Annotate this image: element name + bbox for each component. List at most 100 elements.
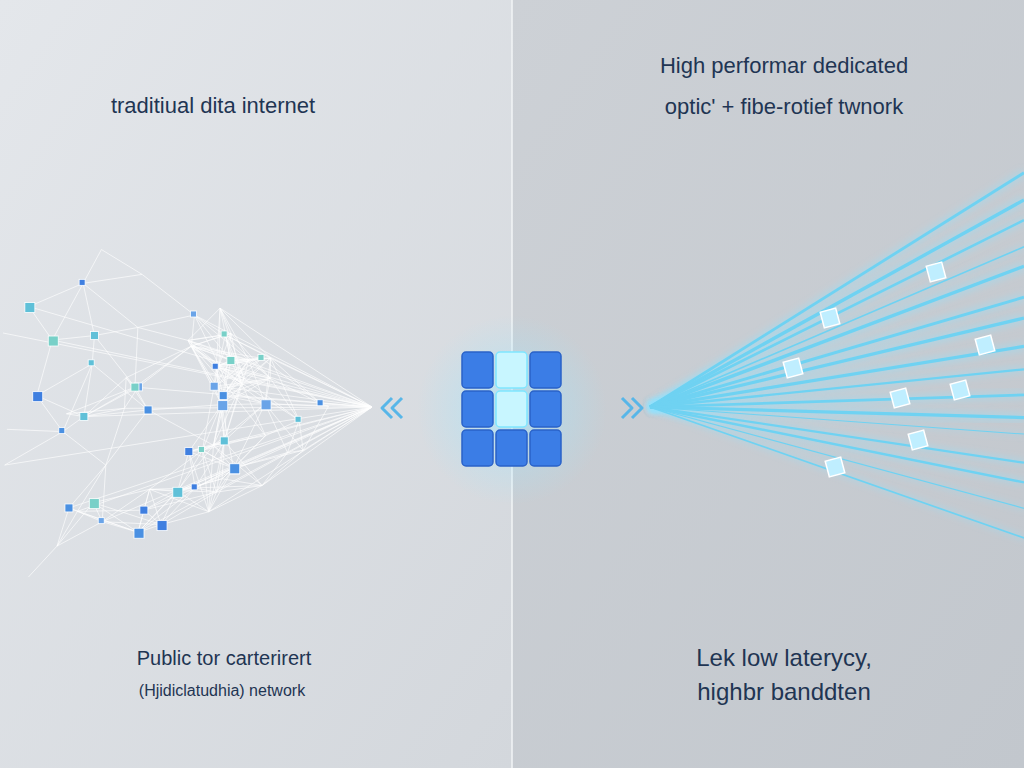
data-square <box>134 528 144 538</box>
mesh-link <box>214 388 229 446</box>
data-square <box>131 383 139 391</box>
data-square <box>33 392 43 402</box>
mesh-link <box>161 488 195 525</box>
mesh-link <box>188 335 225 340</box>
mesh-link <box>37 340 53 396</box>
mesh-link <box>135 346 191 387</box>
mesh-link <box>29 283 83 306</box>
mesh-link <box>135 387 372 407</box>
mesh-link <box>195 488 216 492</box>
mesh-link <box>222 403 265 405</box>
mesh-link <box>77 465 105 511</box>
mesh-link <box>135 327 138 387</box>
chevron <box>392 398 402 418</box>
fiber-ray <box>650 369 1024 407</box>
mesh-link <box>148 405 222 410</box>
data-square <box>88 360 94 366</box>
mesh-link <box>84 364 92 417</box>
mesh-link <box>194 315 372 407</box>
mesh-link <box>126 378 148 410</box>
mesh-link <box>138 315 195 327</box>
mesh-link <box>214 445 263 485</box>
data-square <box>185 448 193 456</box>
mesh-link <box>5 407 372 465</box>
mesh-link <box>77 510 143 511</box>
chevron <box>632 398 642 418</box>
mesh-link <box>161 512 209 525</box>
mesh-link <box>262 407 372 486</box>
chevron <box>622 398 632 418</box>
fiber-ray <box>650 173 1024 407</box>
mesh-link <box>191 346 223 396</box>
mesh-link <box>84 378 126 417</box>
caption-label: Public tor carterirert <box>137 646 312 670</box>
mesh-link <box>69 407 372 508</box>
cube-cell <box>462 352 493 388</box>
mesh-link <box>83 250 101 284</box>
ray-glow <box>650 407 1024 482</box>
mesh-link <box>209 407 372 512</box>
data-square <box>212 363 218 369</box>
fiber-ray <box>650 407 1024 434</box>
mesh-link <box>138 491 178 532</box>
caption-label: High performar dedicated optic' + fibe-r… <box>634 46 934 127</box>
mesh-link <box>29 307 372 407</box>
mesh-link <box>67 387 135 414</box>
mesh-link <box>28 546 57 577</box>
mesh-link <box>83 274 142 283</box>
mesh-link <box>102 522 161 525</box>
mesh-link <box>101 250 142 275</box>
mesh-link <box>52 283 83 340</box>
mesh-link <box>57 511 77 546</box>
mesh-link <box>225 335 372 407</box>
fiber-ray <box>650 407 1024 482</box>
ray-glow <box>650 200 1024 407</box>
mesh-link <box>142 274 194 315</box>
ray-glow <box>650 407 1024 538</box>
data-square <box>140 506 148 514</box>
fiber-ray <box>650 407 1024 463</box>
mesh-link <box>94 327 137 335</box>
data-square <box>48 336 58 346</box>
caption-label: (Hjidiclatudhia) network <box>139 681 305 700</box>
data-square <box>230 464 240 474</box>
fiber-ray <box>650 247 1024 407</box>
ray-glow <box>650 220 1024 407</box>
cube-cell <box>496 430 527 466</box>
fiber-ray <box>650 220 1024 407</box>
mesh-link <box>7 429 63 431</box>
cube-cell <box>530 391 561 427</box>
mesh-link <box>106 408 125 465</box>
cube-cell <box>530 352 561 388</box>
data-square <box>218 401 228 411</box>
fiber-ray <box>650 200 1024 407</box>
data-square <box>59 428 65 434</box>
mesh-link <box>84 387 135 416</box>
mesh-link <box>63 432 106 466</box>
caption-label: Lek low laterycy, highbr banddten <box>664 641 904 708</box>
data-square <box>210 382 218 390</box>
mesh-link <box>216 407 372 492</box>
mesh-link <box>266 420 300 435</box>
mesh-link <box>69 465 106 508</box>
fiber-ray <box>650 346 1024 407</box>
mesh-link <box>106 410 148 465</box>
data-square <box>79 279 85 285</box>
mesh-link <box>148 410 213 445</box>
mesh-link <box>150 489 161 524</box>
mesh-link <box>102 465 106 522</box>
data-square <box>219 392 227 400</box>
data-square <box>227 357 235 365</box>
data-square <box>144 406 152 414</box>
mesh-link <box>138 491 177 532</box>
data-square <box>317 400 323 406</box>
mesh-link <box>303 407 372 450</box>
cube-cell <box>496 391 527 427</box>
mesh-link <box>3 333 372 407</box>
mesh-link <box>57 503 93 546</box>
fiber-ray <box>650 297 1024 407</box>
fiber-rays <box>650 173 1024 538</box>
fiber-ray <box>650 407 1024 538</box>
cube-cell <box>462 430 493 466</box>
